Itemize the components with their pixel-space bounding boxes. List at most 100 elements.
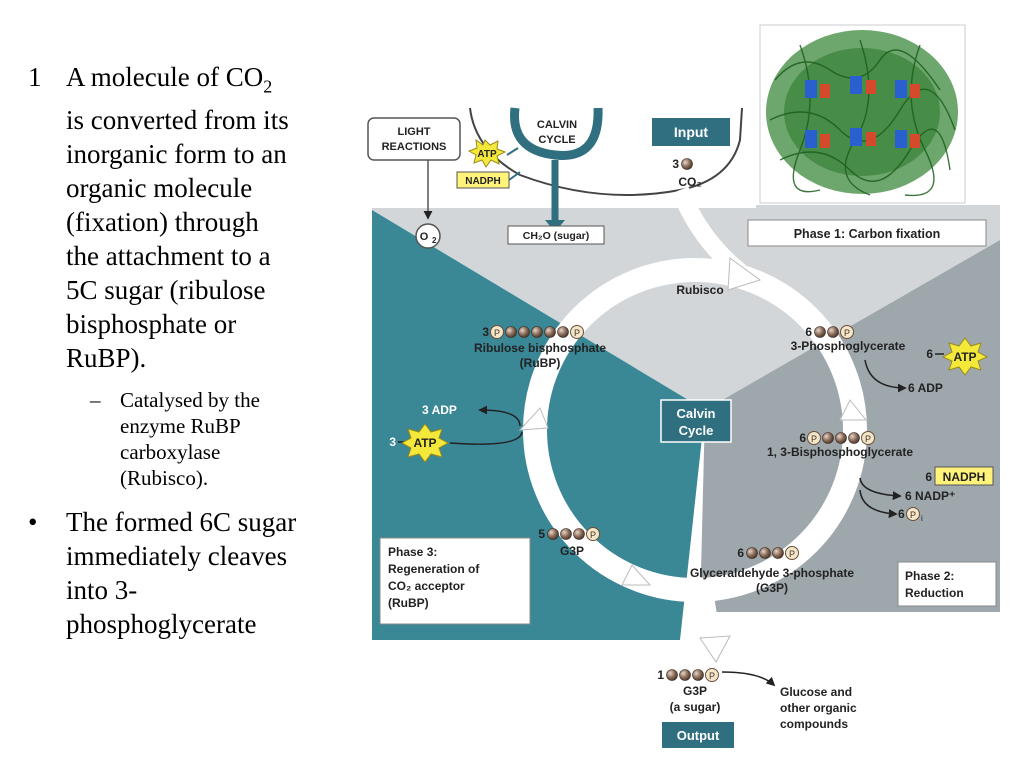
atp3-count: 3 <box>389 435 396 449</box>
pg-molecule: P <box>814 325 854 339</box>
bullet-2-line-2: immediately cleaves <box>66 541 288 572</box>
svg-text:P: P <box>494 328 500 338</box>
output-g3p-label: G3P <box>683 684 707 698</box>
bullet-1-line-9: RuBP). <box>66 343 147 374</box>
svg-text:P: P <box>811 434 817 444</box>
atp-top-label: ATP <box>477 149 497 160</box>
chloroplast-overview: LIGHT REACTIONS CALVIN CYCLE ATP NADPH O… <box>367 107 743 249</box>
nadph-top-label: NADPH <box>465 176 501 187</box>
bullet-1-line-2: is converted from its <box>66 105 289 136</box>
input-co2: CO₂ <box>678 175 701 189</box>
nadph6-count: 6 <box>925 470 932 484</box>
bullet-1-line-3: inorganic form to an <box>66 139 287 170</box>
bpg-molecule: P P <box>807 431 875 445</box>
rubisco-structure-image <box>759 24 966 204</box>
calvin-center-label: Calvin <box>676 406 715 421</box>
output-sugar-label: (a sugar) <box>670 700 721 714</box>
glucose-label-3: compounds <box>780 717 848 731</box>
output-label: Output <box>677 728 720 743</box>
phase1-panel <box>372 205 1000 410</box>
bullet-2-text: The formed 6C sugar immediately cleaves … <box>66 505 296 641</box>
sub-line-3: carboxylase <box>120 440 221 465</box>
bullet-1-line-4: organic molecule <box>66 173 253 204</box>
o2-subscript: 2 <box>432 236 437 245</box>
bullet-2-line-3: into 3- <box>66 575 138 606</box>
bpg-name: 1, 3-Bisphosphoglycerate <box>767 445 913 459</box>
input-badge <box>652 118 730 146</box>
calvin-center-label-2: Cycle <box>679 423 714 438</box>
co2-subscript: 2 <box>263 76 273 97</box>
sub-line-1: Catalysed by the <box>120 388 260 413</box>
sub-bullet-text: Catalysed by the enzyme RuBP carboxylase… <box>120 387 260 491</box>
atp3-label: ATP <box>413 436 436 450</box>
atp6-label: ATP <box>953 350 976 364</box>
svg-text:P: P <box>789 549 795 559</box>
phase2-label-box <box>897 561 997 607</box>
bullet-1-line-6: the attachment to a <box>66 241 271 272</box>
output-badge <box>662 722 734 748</box>
rubisco-label: Rubisco <box>676 283 723 297</box>
bpg-count: 6 <box>799 431 806 445</box>
phase3-label-2: Regeneration of <box>388 562 480 576</box>
bullet-2-line-4: phosphoglycerate <box>66 609 257 640</box>
atp6-count: 6 <box>926 347 933 361</box>
svg-text:P: P <box>865 434 871 444</box>
pg-name: 3-Phosphoglycerate <box>791 339 906 353</box>
phase1-label-box <box>747 219 987 247</box>
ch2o-label: CH₂O (sugar) <box>523 230 590 242</box>
sub-bullet-dash: – <box>90 388 101 413</box>
g3p5-molecule: P <box>547 527 600 541</box>
sub-line-2: enzyme RuBP <box>120 414 241 439</box>
g3p5-count: 5 <box>538 527 545 541</box>
phase3-label-box <box>379 537 531 625</box>
sub-bullet: – Catalysed by the enzyme RuBP carboxyla… <box>90 387 363 491</box>
glucose-label-2: other organic <box>780 701 857 715</box>
pi-subscript: i <box>921 514 923 523</box>
calvin-cycle-ring <box>523 258 867 602</box>
phase1-label: Phase 1: Carbon fixation <box>794 227 941 241</box>
bullet-1-line-1: A molecule of CO <box>66 62 264 92</box>
g3p6-name: Glyceraldehyde 3-phosphate <box>690 566 854 580</box>
g3p6-abbr: (G3P) <box>756 581 788 595</box>
pi6-count: 6 <box>898 507 905 521</box>
sub-line-4: (Rubisco). <box>120 466 209 491</box>
rubp-name: Ribulose bisphosphate <box>474 341 606 355</box>
atp-star-phase1 <box>941 337 989 376</box>
nadp6-label: 6 NADP⁺ <box>905 489 955 503</box>
adp6-label: 6 ADP <box>908 381 943 395</box>
g3p6-count: 6 <box>737 546 744 560</box>
atp-star-top <box>467 138 507 168</box>
light-reactions-label: LIGHT <box>398 126 431 138</box>
calvin-cycle-top-label-2: CYCLE <box>538 134 575 146</box>
bullet-1-text: A molecule of CO2 is converted from its … <box>66 60 289 375</box>
glucose-label-1: Glucose and <box>780 685 852 699</box>
rubp-abbr: (RuBP) <box>520 356 561 370</box>
rubp-count: 3 <box>482 325 489 339</box>
o2-label: O <box>420 231 429 243</box>
atp-star-phase3 <box>400 423 450 463</box>
svg-text:P: P <box>844 328 850 338</box>
bullet-2-line-1: The formed 6C sugar <box>66 507 297 538</box>
bullet-1-line-5: (fixation) through <box>66 207 259 238</box>
bullet-1-line-8: bisphosphate or <box>66 309 237 340</box>
phase3-label-4: (RuBP) <box>388 596 429 610</box>
adp3-label: 3 ADP <box>422 403 457 417</box>
bullet-1: 1 A molecule of CO2 is converted from it… <box>28 60 363 375</box>
svg-text:P: P <box>590 530 596 540</box>
bullet-1-line-7: 5C sugar (ribulose <box>66 275 266 306</box>
light-reactions-label-2: REACTIONS <box>382 141 447 153</box>
svg-text:P: P <box>910 510 916 520</box>
pg-count: 6 <box>805 325 812 339</box>
phase3-label-1: Phase 3: <box>388 545 437 559</box>
phase3-label-3: CO₂ acceptor <box>388 579 465 593</box>
phase2-label-1: Phase 2: <box>905 569 954 583</box>
svg-text:P: P <box>709 671 715 681</box>
rubp-molecule: P P <box>490 325 584 339</box>
input-count: 3 <box>672 157 679 171</box>
input-label: Input <box>674 124 709 140</box>
bullet-2: • The formed 6C sugar immediately cleave… <box>28 505 363 641</box>
bullet-1-number: 1 <box>28 62 42 92</box>
calvin-cycle-top-label: CALVIN <box>537 119 577 131</box>
bullet-2-dot: • <box>28 507 38 538</box>
g3p6-molecule: P <box>746 546 799 560</box>
